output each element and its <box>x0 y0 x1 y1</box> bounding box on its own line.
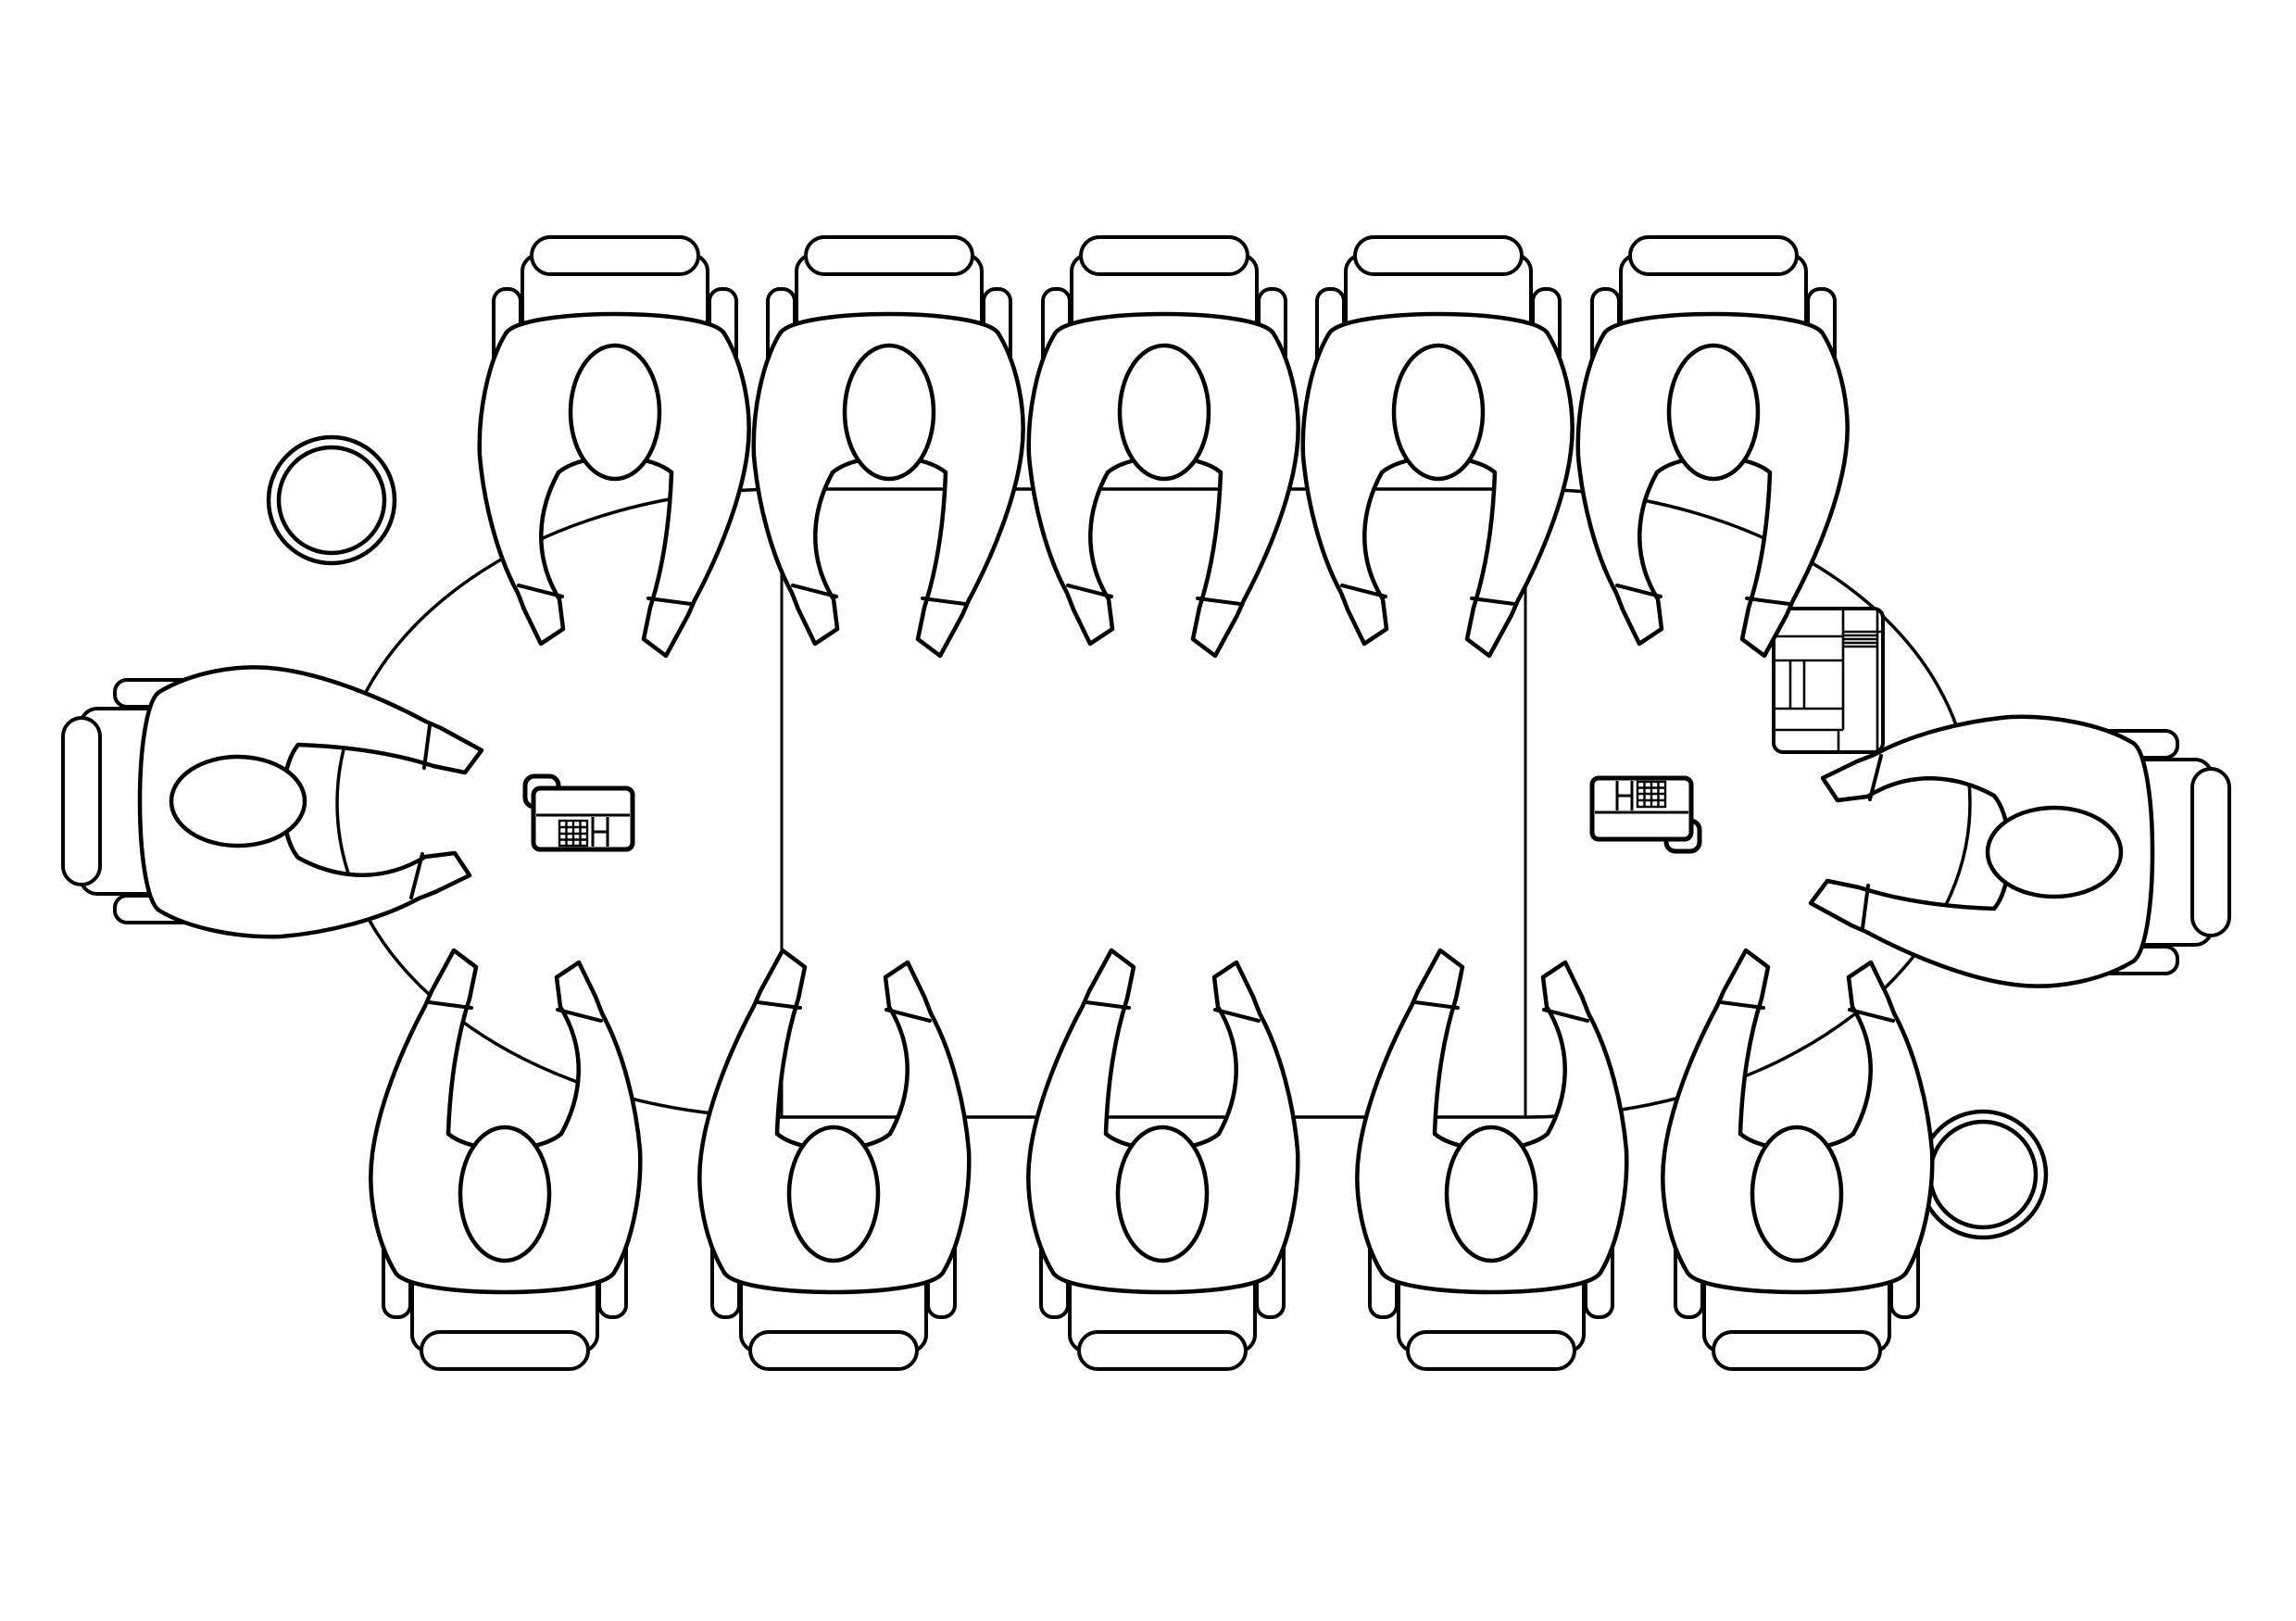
stool-top-left <box>269 437 395 563</box>
copier-fax-unit <box>1772 607 1885 754</box>
stool-bottom-right <box>1920 1112 2046 1238</box>
table-layer <box>335 487 1972 1119</box>
desk-phone-left <box>525 776 633 849</box>
desk-phone-right <box>1592 778 1700 851</box>
